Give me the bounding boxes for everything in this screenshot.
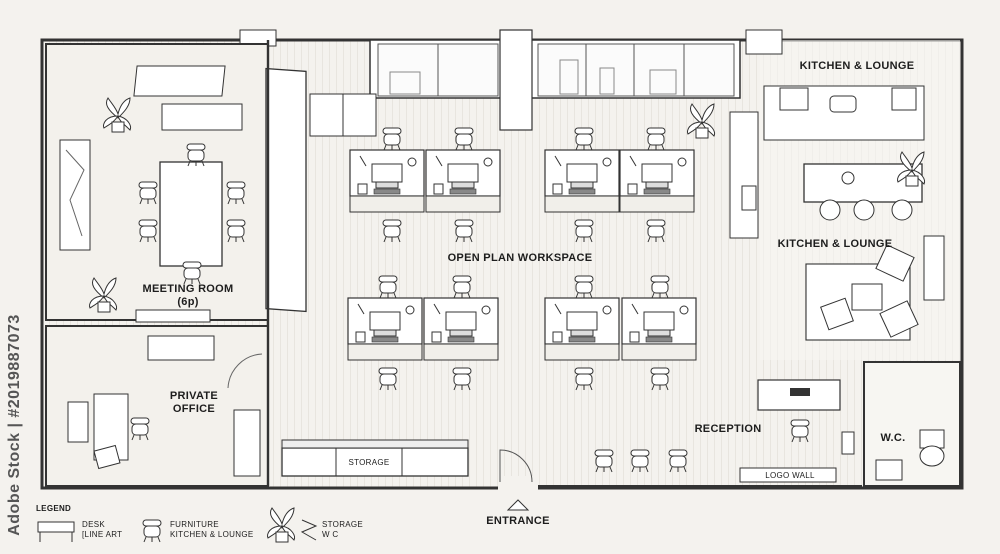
reception-area xyxy=(594,379,855,483)
plant-icon xyxy=(267,507,295,543)
desk-icon xyxy=(37,521,75,533)
legend-storage-label: STORAGE xyxy=(322,520,364,529)
kitchen-area xyxy=(729,85,945,341)
window-band xyxy=(369,29,741,131)
private-office-label-2: OFFICE xyxy=(172,403,216,415)
legend-icons xyxy=(37,507,318,543)
legend-desk-label: DESK xyxy=(82,520,105,529)
kitchen-lounge-label-top: KITCHEN & LOUNGE xyxy=(799,60,915,72)
wc-label: W.C. xyxy=(880,432,906,444)
storage-bench xyxy=(281,447,469,477)
private-office-label: PRIVATE xyxy=(169,390,219,402)
legend-title: LEGEND xyxy=(36,504,72,513)
reception-label: RECEPTION xyxy=(694,423,762,435)
stock-id-text: Adobe Stock | #2019887073 xyxy=(6,314,23,536)
arrow-up-icon xyxy=(506,499,530,511)
open-plan-label: OPEN PLAN WORKSPACE xyxy=(447,252,593,264)
meeting-room xyxy=(45,43,307,323)
meeting-room-label: MEETING ROOM xyxy=(142,283,234,295)
legend-furniture-label: FURNITURE xyxy=(170,520,219,529)
legend-desk-sub: [LINE ART xyxy=(82,530,123,539)
legend-furniture-sub: KITCHEN & LOUNGE xyxy=(170,530,254,539)
private-office xyxy=(45,325,269,487)
legend-storage-sub: W C xyxy=(322,530,339,539)
storage-icon xyxy=(300,519,318,541)
meeting-room-capacity: (6p) xyxy=(177,296,199,308)
wc-room xyxy=(863,361,961,487)
logo-wall-label: LOGO WALL xyxy=(765,471,815,480)
storage-label: STORAGE xyxy=(348,458,390,467)
kitchen-lounge-label-mid: KITCHEN & LOUNGE xyxy=(777,238,893,250)
chair-icon xyxy=(142,519,162,543)
entrance-label: ENTRANCE xyxy=(486,515,550,527)
